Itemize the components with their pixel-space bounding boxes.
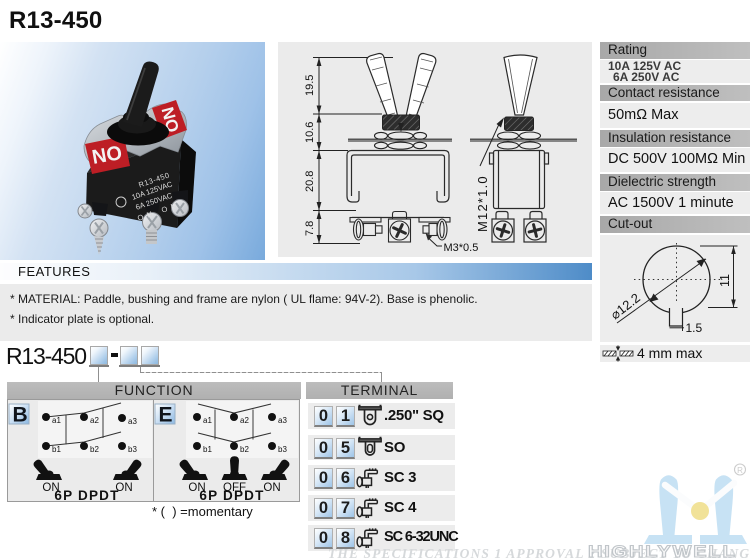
svg-text:ON: ON bbox=[263, 482, 280, 494]
svg-text:b1: b1 bbox=[203, 445, 212, 454]
svg-text:6P DPDT: 6P DPDT bbox=[199, 488, 264, 501]
svg-text:7.8: 7.8 bbox=[304, 221, 316, 236]
svg-text:E: E bbox=[159, 404, 173, 427]
svg-text:M3*0.5: M3*0.5 bbox=[444, 242, 479, 254]
svg-text:b1: b1 bbox=[52, 445, 61, 454]
svg-text:19.5: 19.5 bbox=[304, 75, 316, 96]
svg-text:1.5: 1.5 bbox=[686, 321, 703, 335]
svg-text:ON: ON bbox=[42, 482, 59, 494]
svg-text:a1: a1 bbox=[203, 416, 212, 425]
svg-text:ON: ON bbox=[115, 482, 132, 494]
svg-text:b2: b2 bbox=[240, 445, 249, 454]
svg-text:a3: a3 bbox=[128, 417, 137, 426]
svg-text:10.6: 10.6 bbox=[304, 122, 316, 143]
svg-text:R: R bbox=[737, 466, 743, 475]
svg-text:4 mm max: 4 mm max bbox=[637, 345, 702, 361]
svg-text:11: 11 bbox=[718, 274, 732, 287]
svg-text:b2: b2 bbox=[90, 445, 99, 454]
svg-text:20.8: 20.8 bbox=[304, 171, 316, 192]
svg-text:ON: ON bbox=[90, 140, 123, 167]
svg-text:M12*1.0: M12*1.0 bbox=[475, 175, 490, 232]
svg-text:B: B bbox=[13, 404, 28, 427]
svg-text:b3: b3 bbox=[128, 445, 137, 454]
svg-text:a1: a1 bbox=[52, 416, 61, 425]
svg-text:ON: ON bbox=[188, 482, 205, 494]
svg-text:OFF: OFF bbox=[223, 482, 246, 494]
svg-text:a2: a2 bbox=[90, 416, 99, 425]
svg-text:b3: b3 bbox=[278, 445, 287, 454]
svg-text:a2: a2 bbox=[240, 416, 249, 425]
svg-text:a3: a3 bbox=[278, 416, 287, 425]
svg-text:6P DPDT: 6P DPDT bbox=[54, 488, 119, 501]
